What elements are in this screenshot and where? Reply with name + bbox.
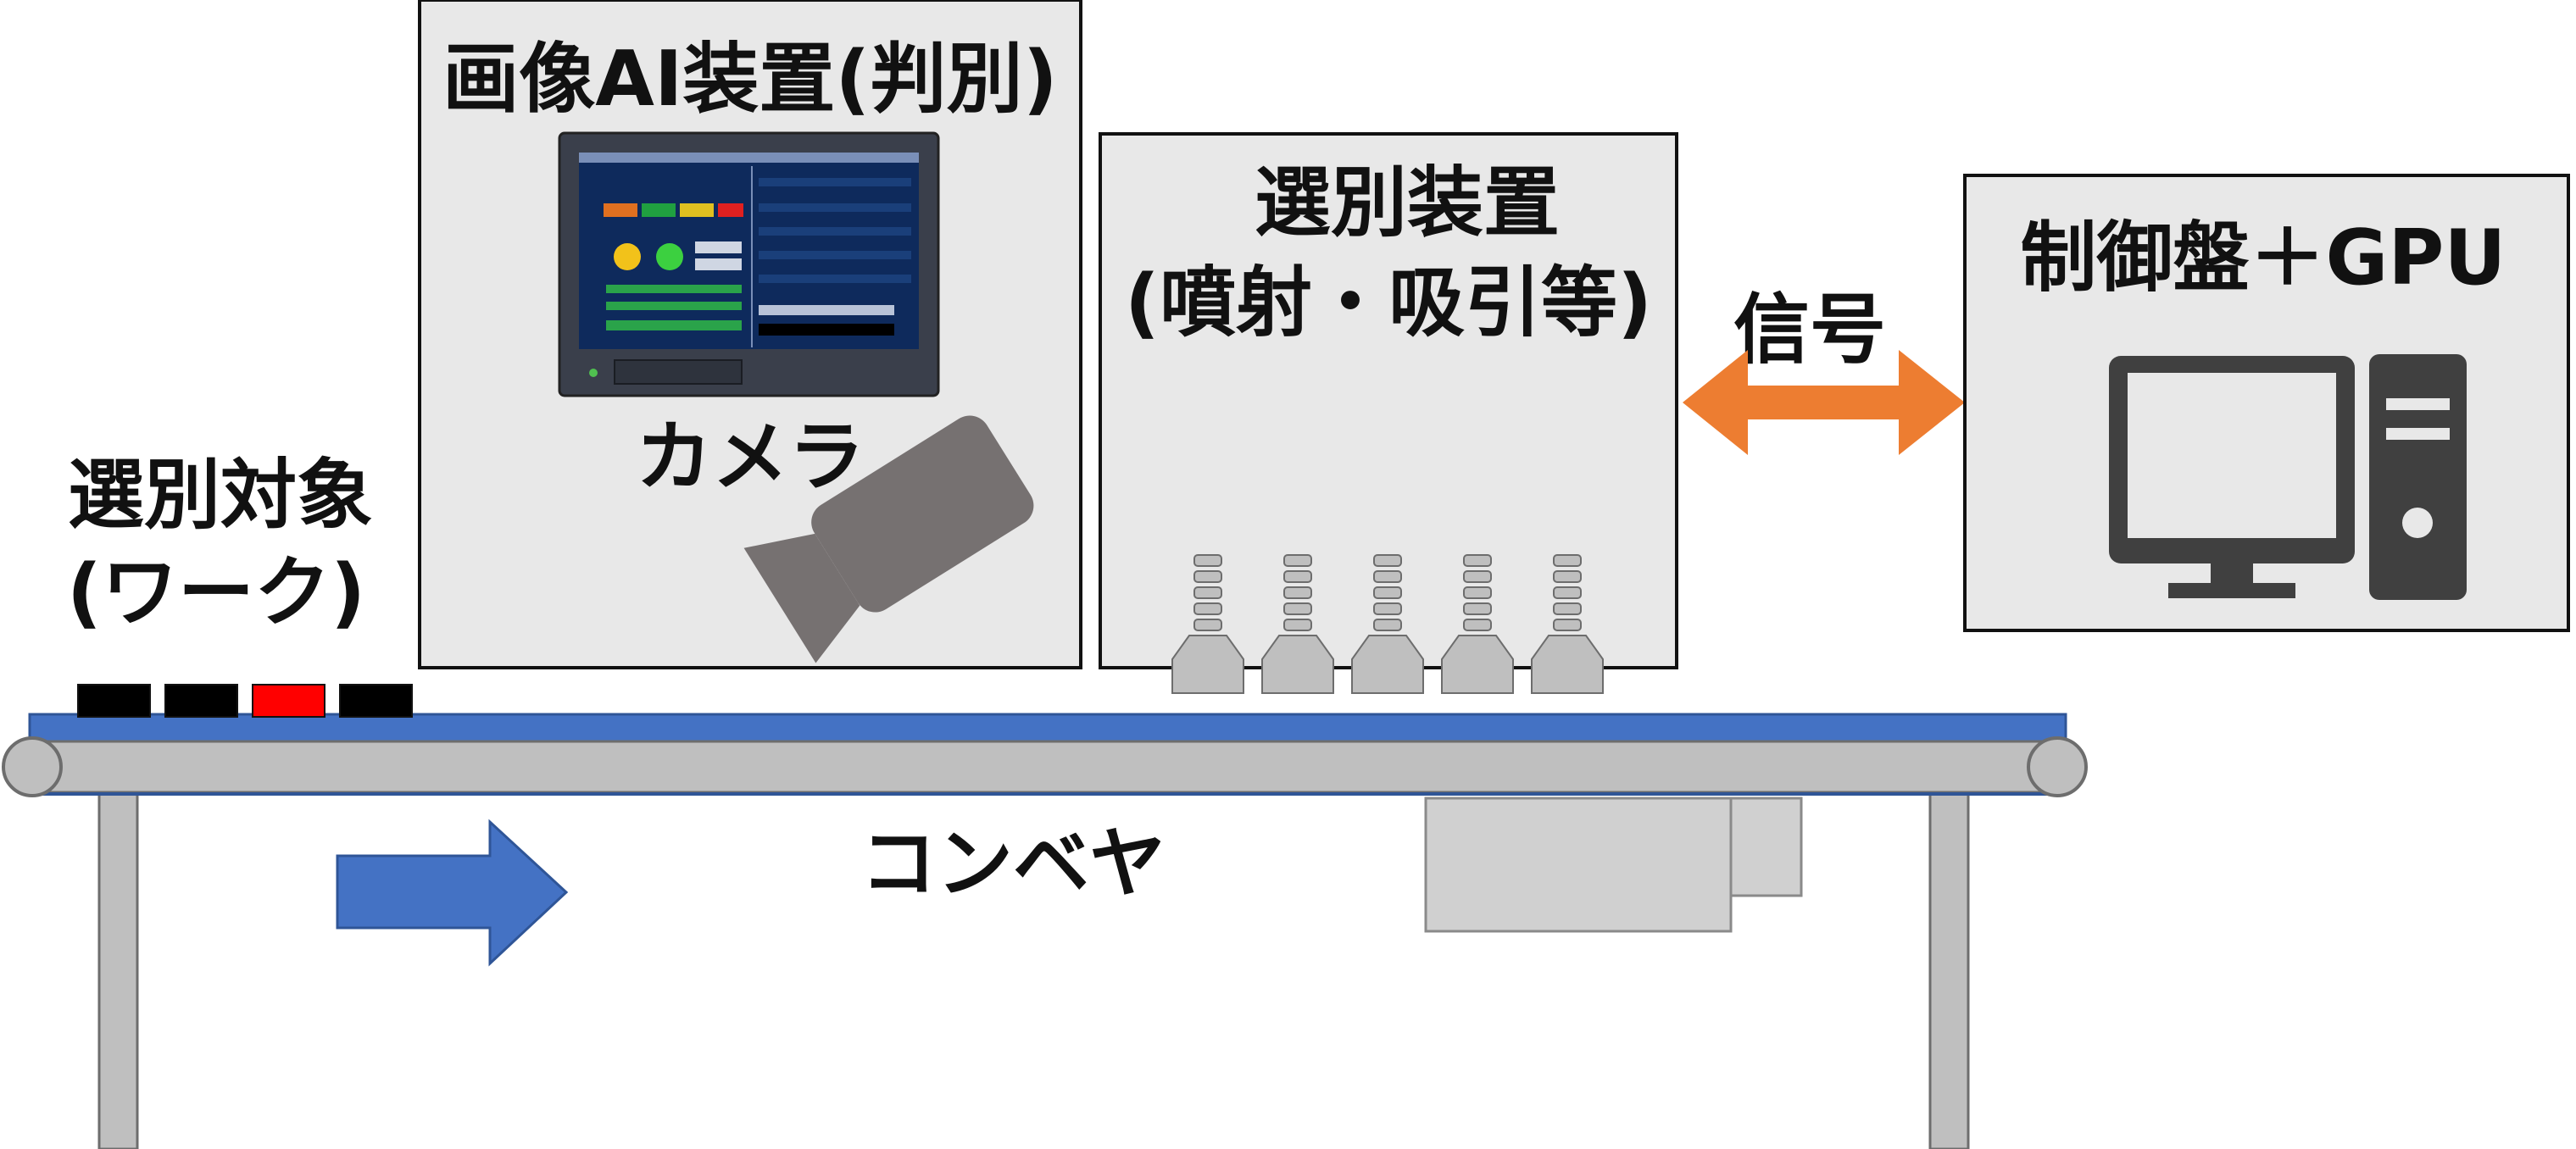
- camera-label: カメラ: [636, 413, 865, 502]
- conveyor: [2, 684, 2088, 1149]
- desktop-computer-icon: [2109, 354, 2467, 600]
- workpiece-black: [339, 684, 413, 718]
- right-arrow-icon: [336, 819, 569, 967]
- ai-device-box: 画像AI装置(判別): [418, 0, 1082, 669]
- nozzle: [1441, 554, 1514, 694]
- nozzle: [1261, 554, 1334, 694]
- control-panel-box: 制御盤＋GPU: [1963, 174, 2570, 632]
- signal-label: 信号: [1733, 286, 1886, 375]
- sorting-device-label-2: (噴射・吸引等): [1125, 258, 1652, 347]
- workpiece-row: [77, 684, 413, 718]
- target-label-1: 選別対象: [68, 451, 373, 540]
- sorting-device-box: 選別装置 (噴射・吸引等): [1099, 132, 1678, 694]
- touch-panel-icon: [558, 131, 940, 397]
- target-label-2: (ワーク): [67, 548, 365, 637]
- conveyor-label: コンベヤ: [860, 819, 1166, 908]
- workpiece-black: [164, 684, 238, 718]
- control-panel-label: 制御盤＋GPU: [2021, 214, 2506, 303]
- nozzle-array: [1171, 554, 1604, 694]
- nozzle: [1171, 554, 1244, 694]
- double-arrow-icon: [1683, 350, 1965, 455]
- ai-device-label: 画像AI装置(判別): [442, 35, 1057, 124]
- nozzle: [1531, 554, 1604, 694]
- sorting-device-label-1: 選別装置: [1255, 158, 1560, 247]
- nozzle: [1351, 554, 1424, 694]
- workpiece-red: [252, 684, 325, 718]
- workpiece-black: [77, 684, 151, 718]
- video-camera-icon: [743, 415, 1034, 663]
